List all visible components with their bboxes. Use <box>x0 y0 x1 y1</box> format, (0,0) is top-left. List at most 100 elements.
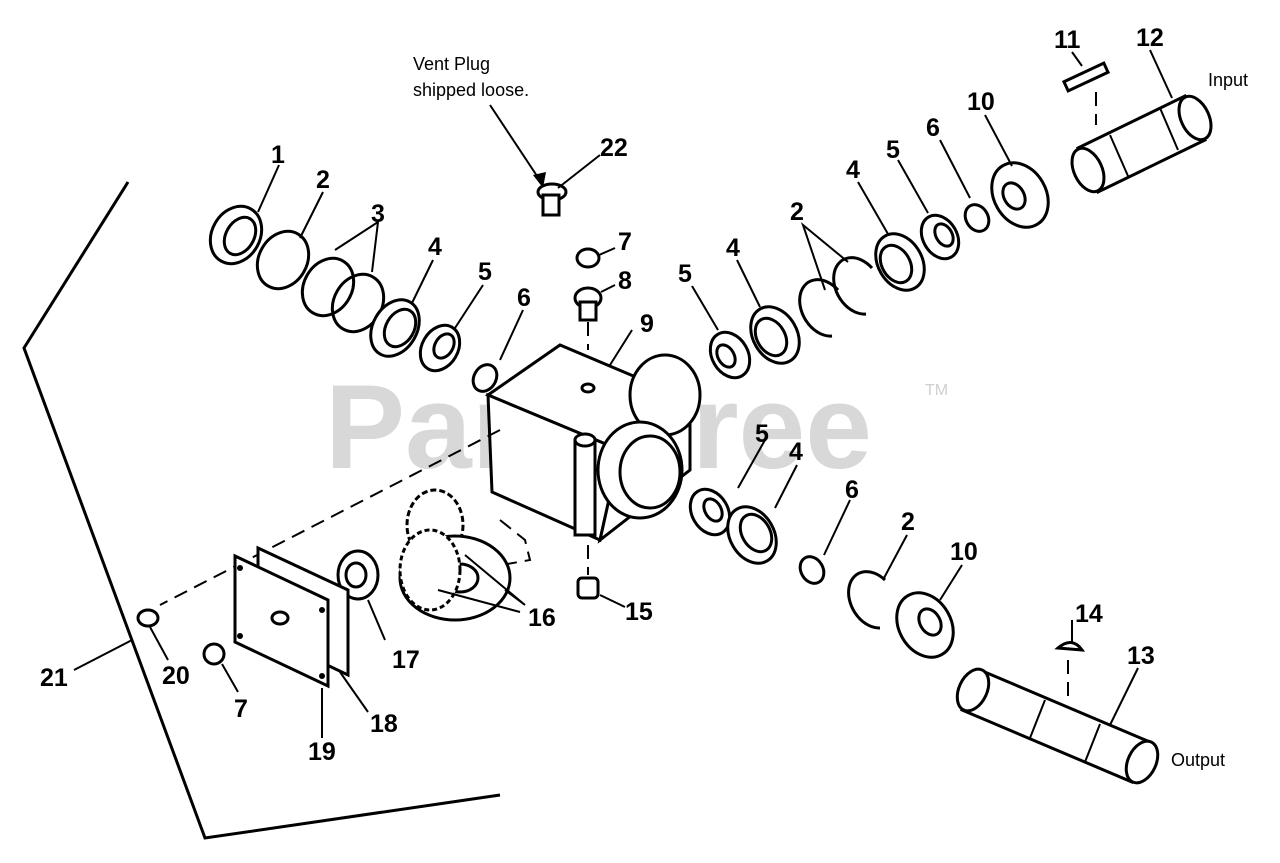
callout-17: 17 <box>392 646 420 674</box>
part-14-key-output <box>1054 641 1086 652</box>
part-10-collar-upper <box>990 161 1050 229</box>
vent-note-line2: shipped loose. <box>413 80 529 100</box>
callout-21: 21 <box>40 664 68 692</box>
part-5-bearing-cone-upper-right-b <box>919 213 961 261</box>
leader-6c <box>823 499 851 556</box>
leader-4d <box>774 464 798 509</box>
watermark-tm: TM <box>925 382 948 399</box>
callout-2a: 2 <box>316 166 330 194</box>
leader-13 <box>1109 667 1139 726</box>
part-2-snap-ring-upper-right-b <box>832 256 874 316</box>
leader-6a <box>499 309 524 361</box>
callout-9: 9 <box>640 310 654 338</box>
leader-12 <box>1149 49 1173 99</box>
callout-19: 19 <box>308 738 336 766</box>
callout-12: 12 <box>1136 24 1164 52</box>
leader-10a <box>984 114 1013 167</box>
leader-10b <box>939 564 963 601</box>
part-17-seal <box>336 549 380 601</box>
leader-6b <box>939 139 971 199</box>
callout-10a: 10 <box>967 88 995 116</box>
part-4-bearing-cup-lower-right <box>726 505 778 565</box>
leader-3 <box>334 219 380 273</box>
callout-4b: 4 <box>726 234 740 262</box>
part-2-snap-ring-left <box>255 229 311 291</box>
part-10-collar-lower <box>895 591 955 659</box>
leader-5a <box>454 284 484 329</box>
callout-6a: 6 <box>517 284 531 312</box>
callout-16: 16 <box>528 604 556 632</box>
callout-5a: 5 <box>478 258 492 286</box>
part-11-key-input <box>1061 61 1111 93</box>
callout-11: 11 <box>1054 26 1081 54</box>
part-22-vent-plug <box>536 154 601 217</box>
axis-cover <box>159 429 501 606</box>
part-5-bearing-cone-left <box>418 323 462 373</box>
callout-4c: 4 <box>846 156 860 184</box>
part-5-bearing-cone-lower-right <box>688 487 732 537</box>
callout-6c: 6 <box>845 476 859 504</box>
callout-5c: 5 <box>886 136 900 164</box>
bracket-line-21 <box>22 181 501 840</box>
callout-13: 13 <box>1127 642 1155 670</box>
part-4-bearing-cup-upper-right-a <box>749 305 801 365</box>
part-4-bearing-cup-upper-right-b <box>874 232 926 292</box>
leader-2b <box>800 222 849 291</box>
callout-2c: 2 <box>901 508 915 536</box>
callout-20: 20 <box>162 662 190 690</box>
part-13-output-shaft <box>955 667 1160 785</box>
leader-5d <box>737 439 766 489</box>
part-4-bearing-cup-left <box>369 298 421 358</box>
callout-6b: 6 <box>926 114 940 142</box>
callout-3: 3 <box>371 200 385 228</box>
leader-2c <box>883 534 908 579</box>
callout-5b: 5 <box>678 260 692 288</box>
part-7-fitting-lower <box>202 642 239 693</box>
callout-18: 18 <box>370 710 398 738</box>
callout-15: 15 <box>625 598 653 626</box>
part-3-shim-a <box>300 256 356 318</box>
input-label: Input <box>1208 70 1248 90</box>
callout-5d: 5 <box>755 420 769 448</box>
part-19-cover <box>233 553 330 689</box>
leader-17 <box>367 599 386 641</box>
part-9-housing <box>484 329 702 544</box>
leader-4b <box>736 259 761 308</box>
vent-arrow-line <box>489 104 544 186</box>
leader-5c <box>897 159 929 214</box>
vent-note-line1: Vent Plug <box>413 54 490 74</box>
leader-5b <box>691 285 719 331</box>
callout-14: 14 <box>1075 600 1103 628</box>
callout-10b: 10 <box>950 538 978 566</box>
callout-4a: 4 <box>428 233 442 261</box>
part-6-ring-lower-right <box>798 555 826 585</box>
callout-1: 1 <box>271 141 285 169</box>
part-1-seal <box>208 204 264 266</box>
leader-21 <box>73 639 133 671</box>
part-7-plug-top <box>575 247 616 269</box>
leader-11 <box>1071 51 1083 67</box>
callout-2b: 2 <box>790 198 804 226</box>
part-16-gears <box>398 488 512 622</box>
leader-18 <box>339 671 369 713</box>
part-6-ring-upper-right <box>963 203 991 233</box>
callout-7b: 7 <box>234 695 248 723</box>
leader-16a <box>464 554 526 606</box>
leader-16b <box>437 589 521 613</box>
leader-4a <box>411 259 434 304</box>
leader-2a <box>299 191 324 239</box>
leader-4c <box>857 181 889 235</box>
part-8-fitting <box>573 284 616 322</box>
part-12-input-shaft <box>1070 93 1213 195</box>
callout-8: 8 <box>618 267 632 295</box>
callout-4d: 4 <box>789 438 803 466</box>
part-20-screw <box>136 608 169 661</box>
output-label: Output <box>1171 750 1225 770</box>
callout-7a: 7 <box>618 228 632 256</box>
callout-22: 22 <box>600 134 628 162</box>
leader-1 <box>257 164 280 213</box>
part-2-snap-ring-upper-right-a <box>798 278 840 338</box>
part-15-plug-bottom <box>576 576 626 608</box>
vent-arrow-head <box>533 172 546 188</box>
